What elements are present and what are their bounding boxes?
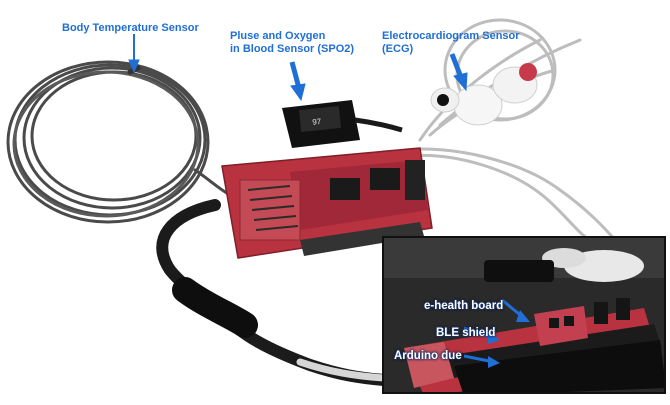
ble-shield-label: BLE shield [436, 327, 496, 339]
ehealth-board-main [221, 147, 433, 259]
temperature-sensor-label: Body Temperature Sensor [62, 22, 199, 34]
spo2-sensor-label-line2: in Blood Sensor (SPO2) [230, 43, 355, 55]
spo2-sensor-label-line1: Pluse and Oxygen [230, 30, 326, 42]
arduino-due-label: Arduino due [394, 350, 462, 362]
ecg-cables [403, 18, 622, 247]
ecg-sensor-label-line2: (ECG) [382, 43, 414, 55]
label-arrows [128, 34, 468, 102]
temperature-sensor-cable [6, 60, 234, 224]
inset-scene [384, 238, 664, 392]
ehealth-board-label: e-health board [424, 300, 504, 312]
inset-closeup-photo: e-health board BLE shield Arduino due [382, 236, 666, 394]
spo2-display-text: 97 [312, 117, 322, 127]
lead-cable [156, 199, 390, 386]
ecg-electrodes [430, 63, 538, 126]
spo2-sensor: 97 [282, 100, 403, 148]
ecg-sensor-label-line1: Electrocardiogram Sensor [382, 30, 520, 42]
